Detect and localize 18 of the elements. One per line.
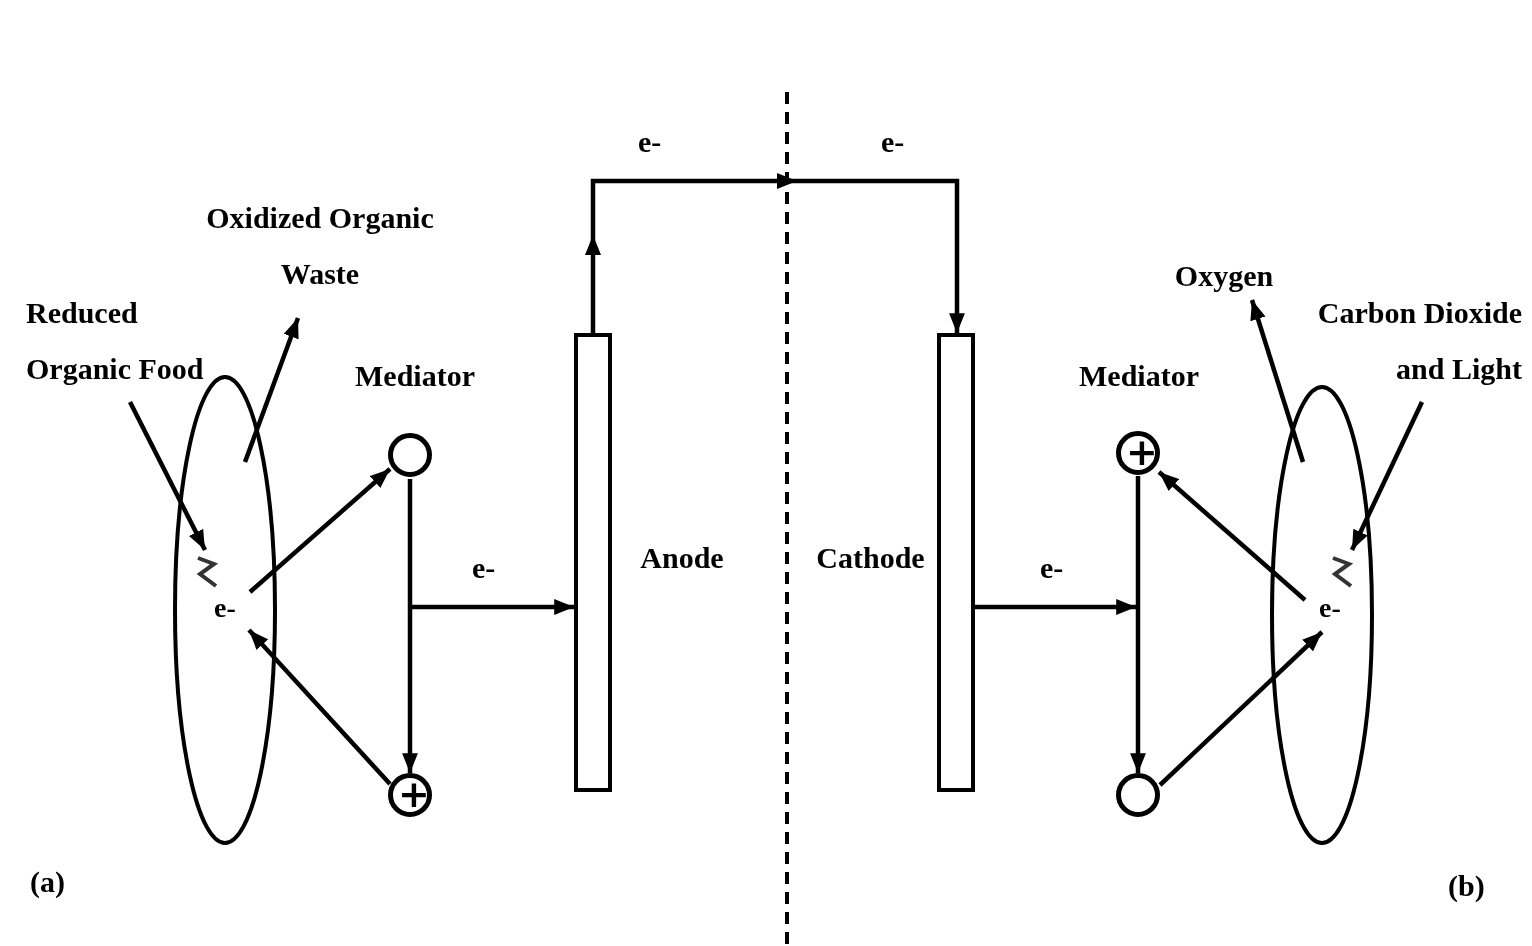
panel-label: (b) bbox=[1448, 868, 1485, 904]
substance-label: Reduced Organic Food bbox=[26, 295, 205, 387]
panel-label: (a) bbox=[30, 864, 65, 900]
mediator-label: Mediator bbox=[1078, 358, 1200, 394]
edge-label: e- bbox=[1040, 550, 1064, 586]
mediator-label: Mediator bbox=[354, 358, 476, 394]
substance-label: Oxidized Organic Waste bbox=[205, 200, 435, 292]
electrode-plate bbox=[937, 333, 975, 792]
electron-label: e- bbox=[1319, 592, 1341, 624]
substance-label: Oxygen bbox=[1173, 258, 1275, 294]
electrode-label: Anode bbox=[639, 540, 725, 576]
edge-label: e- bbox=[638, 124, 662, 160]
electrode-label: Cathode bbox=[815, 540, 926, 576]
edge-label: e- bbox=[472, 550, 496, 586]
electrode-plate bbox=[574, 333, 612, 792]
substance-label: Carbon Dioxide and Light bbox=[1316, 295, 1522, 387]
electron-label: e- bbox=[214, 592, 236, 624]
electron-label: e- bbox=[881, 124, 905, 160]
